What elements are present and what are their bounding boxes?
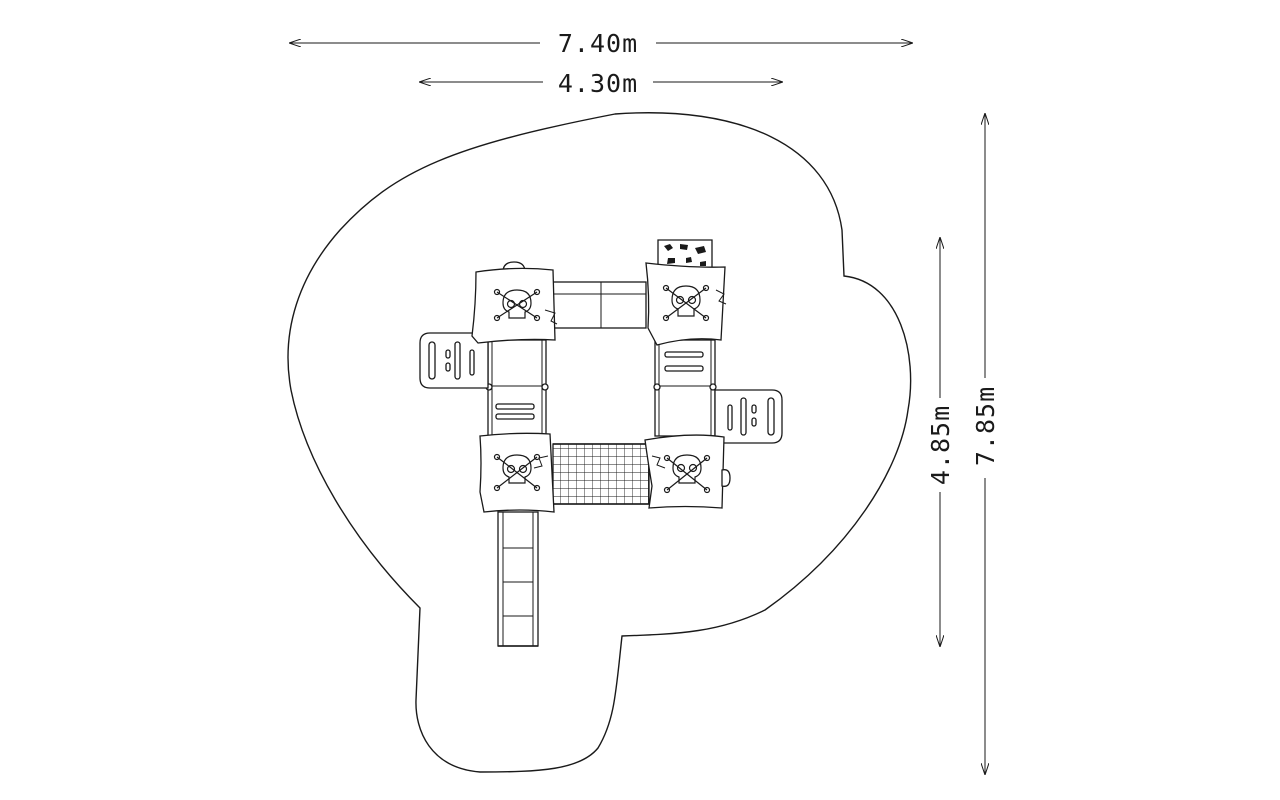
skull-icon (662, 284, 710, 322)
dimension-structure-width: 4.30m (420, 69, 782, 98)
dimension-overall-depth: 7.85m (971, 114, 1000, 774)
spotted-roof-panel (657, 239, 713, 273)
slide (497, 511, 539, 647)
top-bridge (552, 281, 647, 329)
dimension-overall-width: 7.40m (290, 29, 912, 58)
left-walkway (485, 339, 549, 437)
right-walkway (653, 339, 717, 437)
pirate-flag-panel-top-left (471, 267, 558, 344)
structure-depth-label: 4.85m (926, 405, 955, 485)
structure-width-label: 4.30m (558, 69, 638, 98)
skull-icon (493, 288, 541, 322)
overall-depth-label: 7.85m (971, 386, 1000, 466)
pirate-flag-panel-top-right (645, 262, 727, 346)
safety-zone-outline (287, 112, 912, 773)
overall-width-label: 7.40m (558, 29, 638, 58)
play-structure (419, 239, 783, 647)
skull-icon (663, 454, 711, 494)
left-climbing-panel (419, 332, 489, 389)
pirate-flag-panel-bottom-left (479, 432, 555, 513)
skull-icon (493, 453, 541, 492)
pirate-flag-panel-bottom-right (644, 434, 731, 509)
right-climbing-panel (714, 389, 783, 444)
net-bridge (552, 443, 650, 505)
dimension-structure-depth: 4.85m (926, 238, 955, 646)
